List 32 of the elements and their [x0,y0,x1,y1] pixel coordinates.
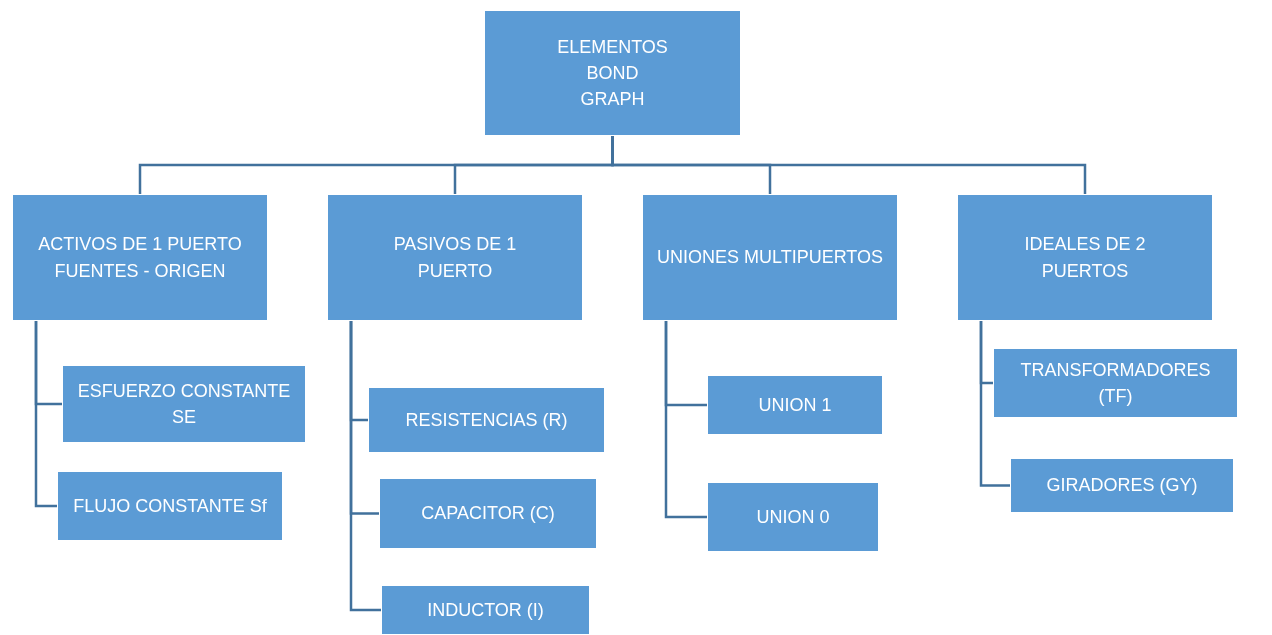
category-box [57,471,283,541]
category-box [381,585,590,635]
box-label: GIRADORES (GY) [1046,474,1198,498]
box-label: ESFUERZO CONSTANTE SE [76,379,292,429]
connector-line [349,321,381,612]
category-box [707,375,883,435]
category-box [993,348,1238,418]
connector-line [979,321,1010,487]
box-label: RESISTENCIAS (R) [405,408,568,432]
box-label: INDUCTOR (I) [427,598,544,622]
box-label: PASIVOS DE 1 PUERTO [392,233,518,283]
category-box [484,10,741,136]
box-label: TRANSFORMADORES (TF) [1019,358,1212,408]
box-label: FLUJO CONSTANTE Sf [73,494,267,518]
box-label: UNIONES MULTIPUERTOS [656,246,883,270]
box-label: ACTIVOS DE 1 PUERTO FUENTES - ORIGEN [37,233,243,283]
connector-line [34,321,57,508]
box-label: ELEMENTOS BOND GRAPH [556,35,669,112]
box-label: UNION 0 [756,505,830,529]
category-box [707,482,879,552]
box-label: CAPACITOR (C) [421,502,555,526]
box-label: UNION 1 [758,393,832,417]
category-box [957,194,1213,321]
category-box [368,387,605,453]
category-box [642,194,898,321]
category-box [1010,458,1234,513]
category-box [379,478,597,549]
category-box [327,194,583,321]
category-box [62,365,306,443]
box-label: IDEALES DE 2 PUERTOS [1023,233,1147,283]
connector-line [664,321,707,519]
category-box [12,194,268,321]
